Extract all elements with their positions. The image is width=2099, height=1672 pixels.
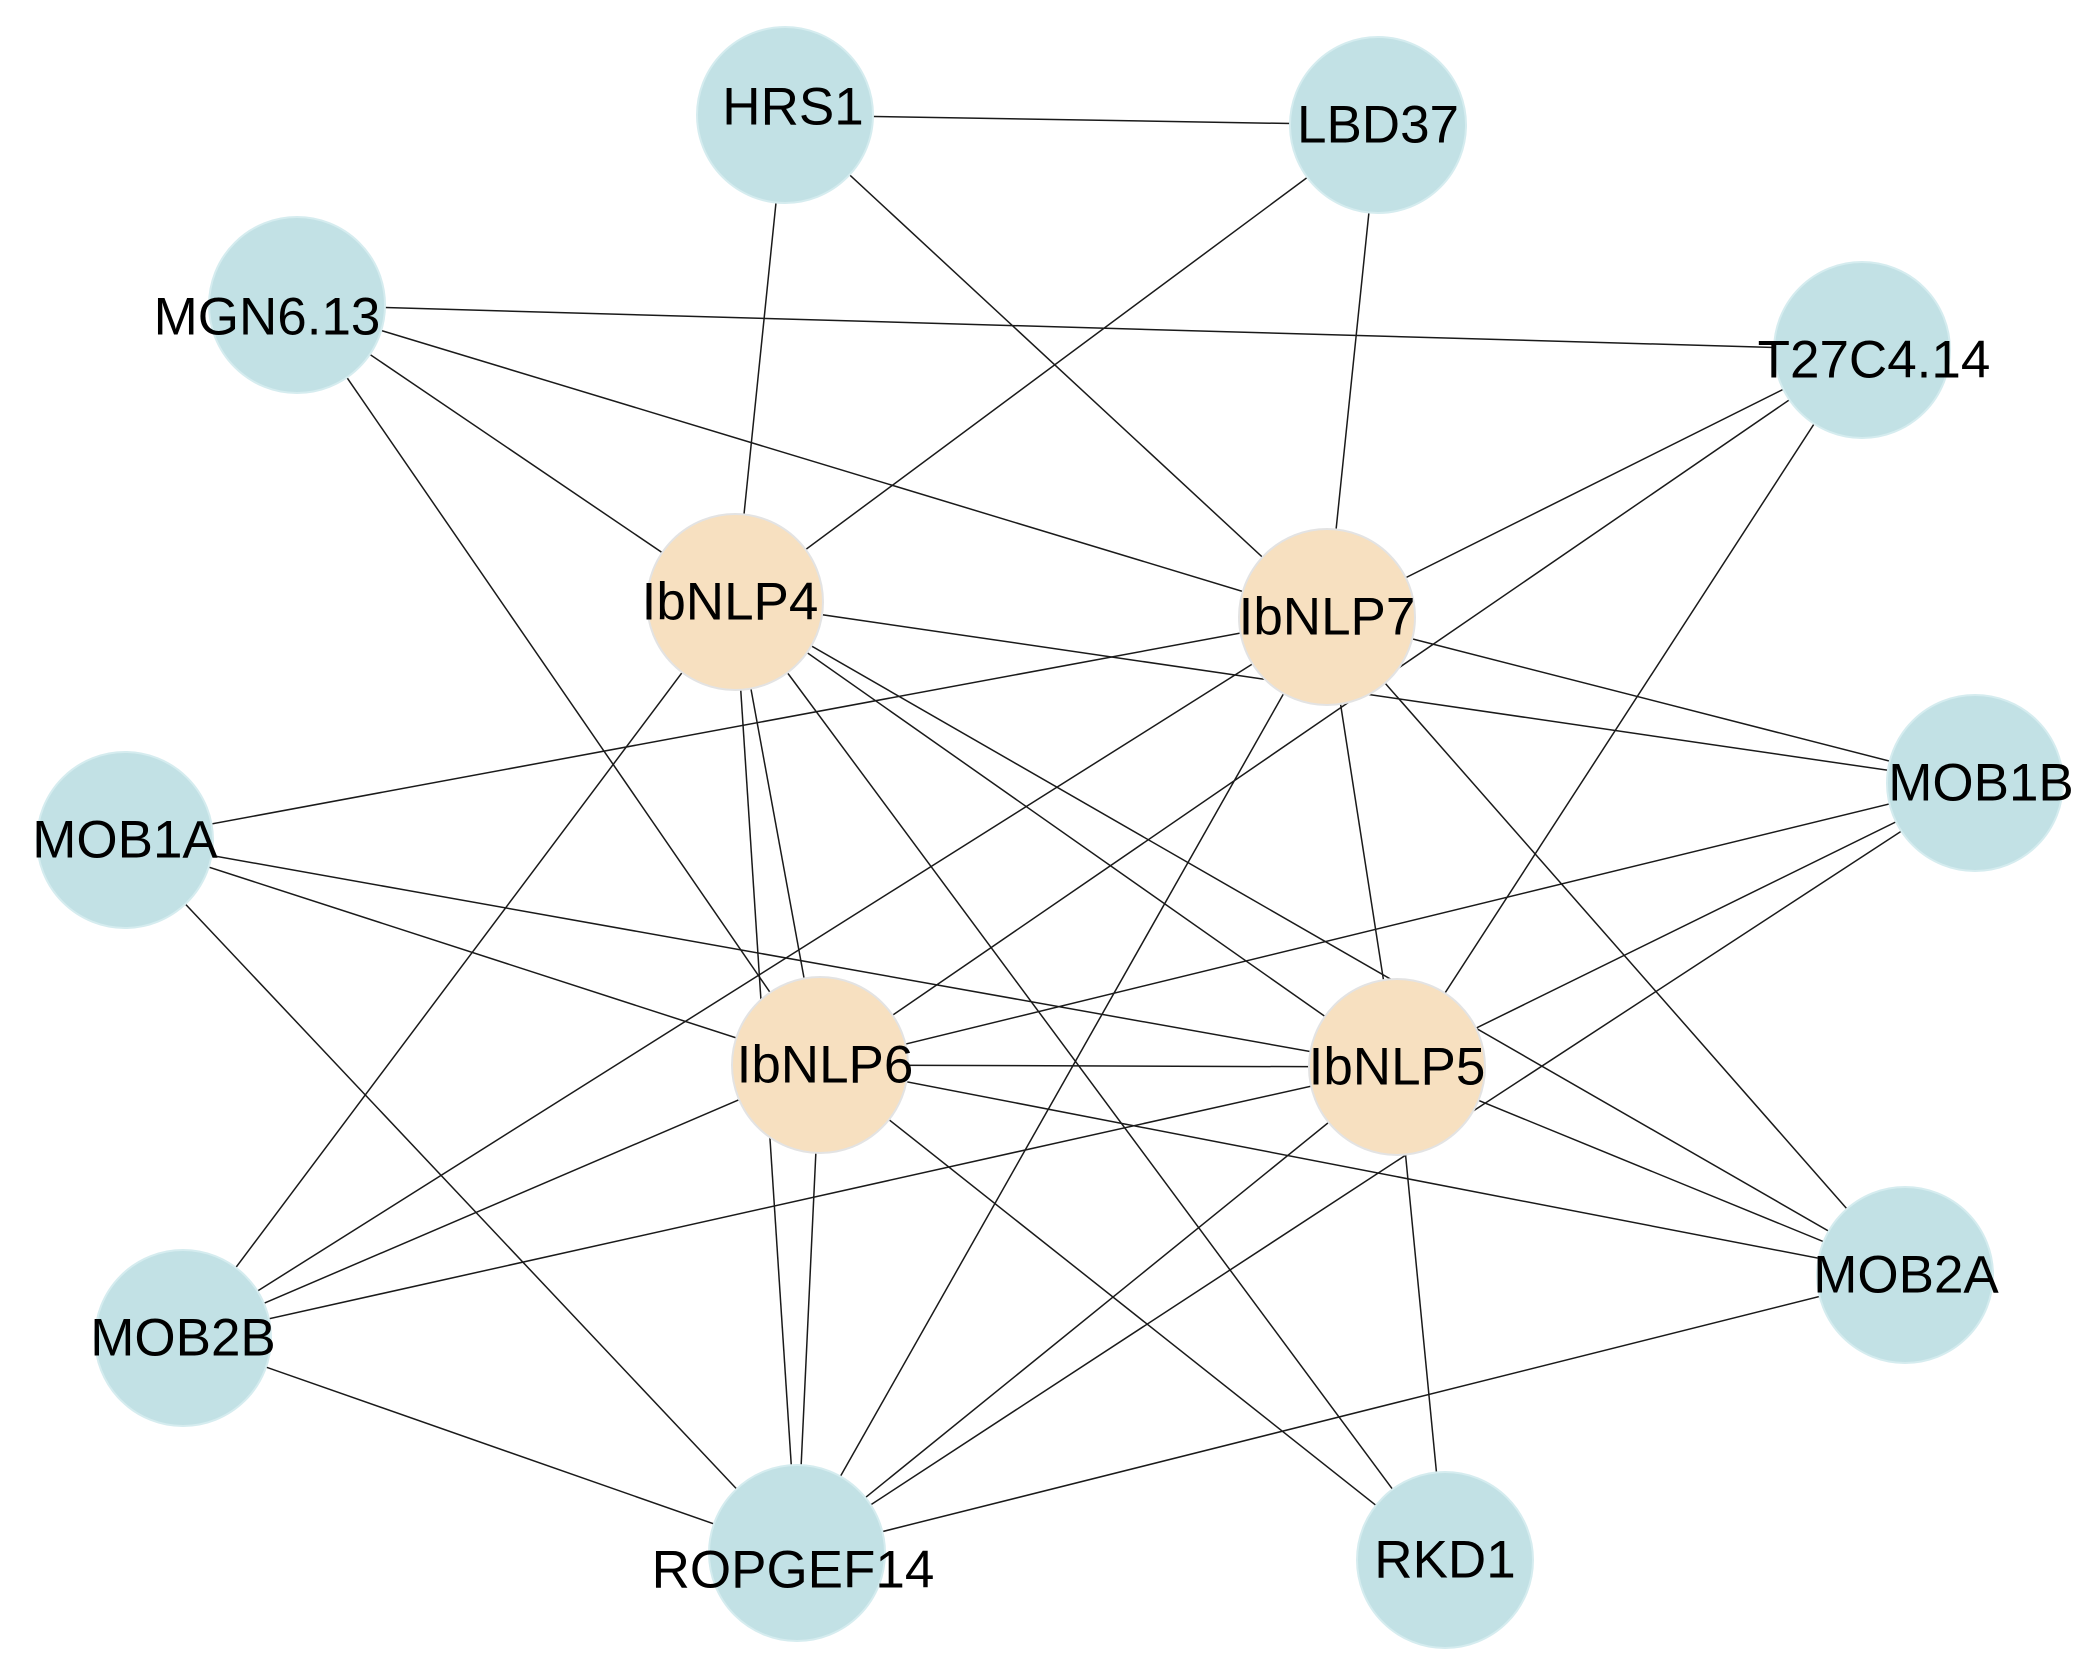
node-label-ropgef14: ROPGEF14: [652, 1541, 935, 1600]
edge-mgn6-13-t27c4-14: [296, 304, 1863, 351]
node-label-mob2b: MOB2B: [90, 1309, 276, 1368]
node-circle-ibnlp7: [1238, 528, 1416, 706]
edge-hrs1-lbd37: [784, 114, 1379, 126]
node-circle-mob2a: [1816, 1186, 1994, 1364]
edge-mob2a-ropgef14: [796, 1274, 1906, 1554]
edge-ibnlp5-mob2a: [1396, 1066, 1906, 1276]
edge-mob1b-ibnlp6: [819, 782, 1976, 1066]
edge-ibnlp4-rkd1: [734, 601, 1446, 1561]
node-label-lbd37: LBD37: [1297, 96, 1459, 155]
edge-ibnlp4-ibnlp5: [734, 601, 1398, 1068]
node-circle-mob1a: [36, 751, 214, 929]
edge-ibnlp6-mob2a: [819, 1064, 1906, 1276]
node-circle-mob1b: [1886, 694, 2064, 872]
node-ibnlp4: IbNLP4: [642, 513, 824, 691]
node-circle-rkd1: [1356, 1471, 1534, 1649]
node-circle-mob2b: [94, 1249, 272, 1427]
edge-ibnlp7-ropgef14: [796, 616, 1328, 1554]
node-label-t27c4-14: T27C4.14: [1758, 331, 1991, 390]
node-mob2a: MOB2A: [1813, 1186, 1999, 1364]
node-label-ibnlp5: IbNLP5: [1309, 1038, 1486, 1097]
node-ibnlp6: IbNLP6: [731, 976, 914, 1154]
node-circle-ibnlp6: [731, 976, 909, 1154]
edge-ibnlp6-ibnlp5: [819, 1064, 1398, 1068]
node-mob2b: MOB2B: [90, 1249, 276, 1427]
node-ibnlp7: IbNLP7: [1238, 528, 1416, 706]
edge-mob1a-ibnlp6: [124, 839, 821, 1066]
node-ropgef14: ROPGEF14: [652, 1464, 935, 1642]
node-circle-t27c4-14: [1773, 261, 1951, 439]
node-label-ibnlp6: IbNLP6: [737, 1036, 914, 1095]
node-label-hrs1: HRS1: [722, 78, 863, 137]
edge-ibnlp4-mob2a: [734, 601, 1906, 1276]
node-ibnlp5: IbNLP5: [1308, 978, 1486, 1156]
node-mob1a: MOB1A: [32, 751, 218, 929]
node-t27c4-14: T27C4.14: [1758, 261, 1991, 439]
edge-ibnlp5-mob2b: [182, 1066, 1398, 1339]
edge-ibnlp7-mob2b: [182, 616, 1328, 1339]
node-hrs1: HRS1: [696, 26, 874, 204]
node-circle-ibnlp4: [646, 513, 824, 691]
edge-ibnlp7-mob2a: [1326, 616, 1906, 1276]
node-rkd1: RKD1: [1356, 1471, 1534, 1649]
node-label-mob1b: MOB1B: [1888, 754, 2074, 813]
edge-ibnlp4-mob2b: [182, 601, 736, 1339]
node-circle-ropgef14: [708, 1464, 886, 1642]
edge-lbd37-ibnlp4: [734, 124, 1379, 603]
edge-mgn6-13-ibnlp7: [296, 304, 1328, 618]
node-circle-mgn6-13: [208, 216, 386, 394]
edge-mob1b-ropgef14: [796, 782, 1976, 1554]
edge-ibnlp6-rkd1: [819, 1064, 1446, 1561]
node-label-rkd1: RKD1: [1374, 1531, 1515, 1590]
node-label-ibnlp4: IbNLP4: [642, 573, 819, 632]
node-circle-lbd37: [1289, 36, 1467, 214]
edge-t27c4-14-ibnlp5: [1396, 349, 1863, 1068]
node-label-mgn6-13: MGN6.13: [154, 288, 381, 347]
edge-mob2b-ropgef14: [182, 1337, 798, 1554]
edge-ibnlp7-mob1a: [124, 616, 1328, 841]
node-mob1b: MOB1B: [1886, 694, 2074, 872]
node-lbd37: LBD37: [1289, 36, 1467, 214]
edge-ibnlp7-mob1b: [1326, 616, 1976, 784]
node-circle-hrs1: [696, 26, 874, 204]
edge-ibnlp6-mob2b: [182, 1064, 821, 1339]
edge-mob1a-ropgef14: [124, 839, 798, 1554]
node-label-ibnlp7: IbNLP7: [1239, 588, 1416, 647]
edge-mob1b-ibnlp5: [1396, 782, 1976, 1068]
node-label-mob1a: MOB1A: [32, 811, 218, 870]
node-mgn6-13: MGN6.13: [154, 216, 386, 394]
edge-t27c4-14-ibnlp7: [1326, 349, 1863, 618]
edge-hrs1-ibnlp7: [784, 114, 1328, 618]
edge-ibnlp5-ropgef14: [796, 1066, 1398, 1554]
node-circle-ibnlp5: [1308, 978, 1486, 1156]
edge-mob1a-ibnlp5: [124, 839, 1398, 1068]
edges-layer: [124, 114, 1976, 1561]
edge-mgn6-13-ibnlp6: [296, 304, 821, 1066]
node-label-mob2a: MOB2A: [1813, 1246, 1999, 1305]
